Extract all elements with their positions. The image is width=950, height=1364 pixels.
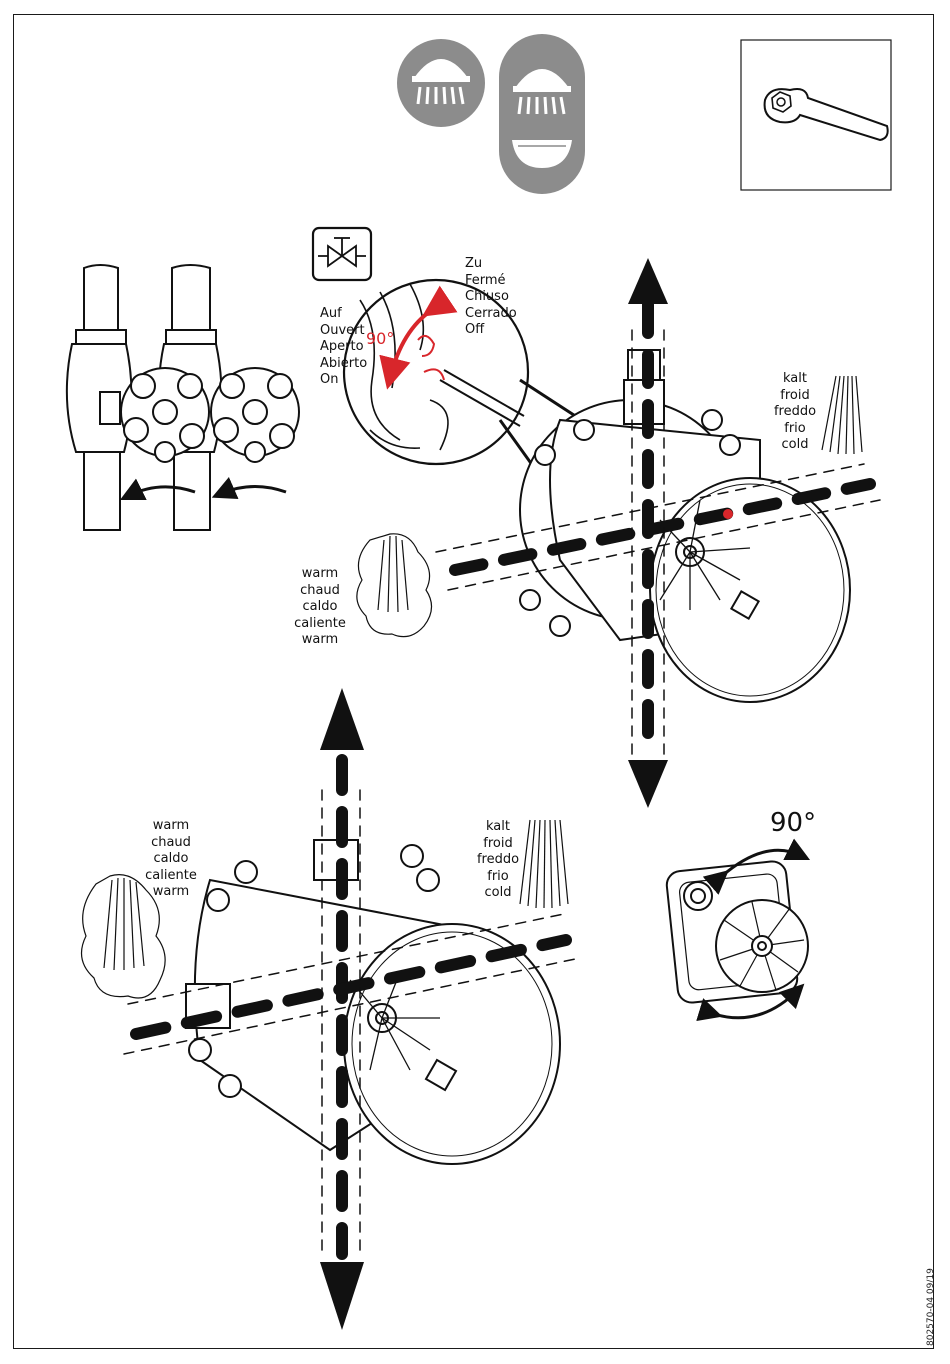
arrow-up xyxy=(320,688,364,750)
rotate-arrow xyxy=(220,486,286,494)
turn-angle-label: 90° xyxy=(770,808,816,838)
valve-marker xyxy=(723,509,733,519)
shower-and-bathtub-icon xyxy=(499,34,585,194)
arrow-down xyxy=(320,1262,364,1330)
cold-water-spray-top xyxy=(822,376,862,454)
valve-angle-label: 90° xyxy=(366,329,394,348)
cartridge-detail xyxy=(665,860,808,1004)
shutoff-valve-icon xyxy=(313,228,371,280)
shower-head-icon xyxy=(397,39,485,127)
arrow-up xyxy=(628,258,668,304)
warm-water-spray-top xyxy=(357,534,432,637)
document-number: 802570-04 09/19 xyxy=(926,1268,936,1346)
cold-water-spray-bottom xyxy=(520,820,568,908)
wrench-icon xyxy=(741,40,891,190)
pipes-with-valves xyxy=(67,265,299,530)
arrow-down xyxy=(628,760,668,808)
